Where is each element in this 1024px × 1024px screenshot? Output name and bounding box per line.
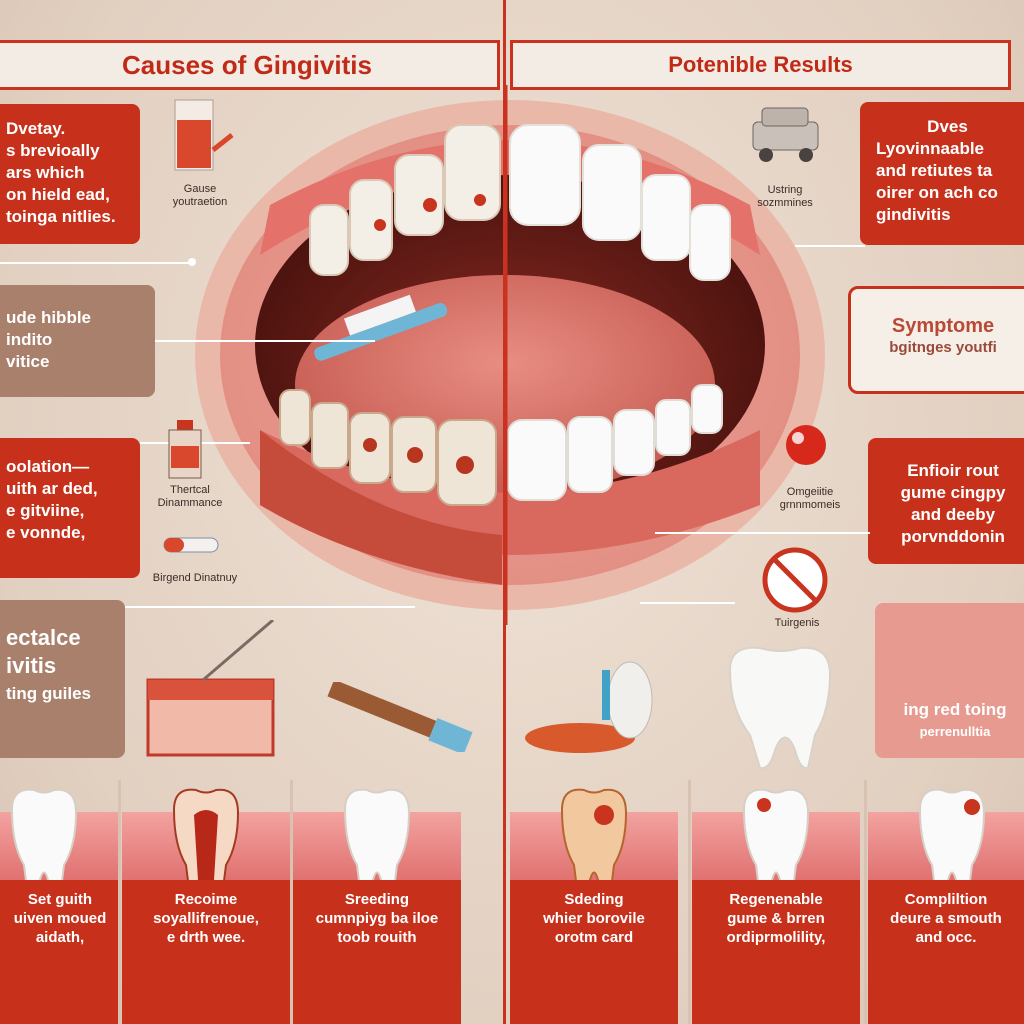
pill-label: Birgend Dinatnuy: [152, 572, 238, 584]
right-box-1: Dves Lyovinnaable and retiutes ta oirer …: [860, 102, 1024, 245]
no-sign-icon: [762, 547, 828, 613]
leader-line: [795, 245, 865, 247]
left-box-4: ectalce ivitis ting guiles: [0, 600, 125, 758]
left-box-1: Dvetay. s brevioally ars which on hield …: [0, 104, 140, 244]
causes-header: Causes of Gingivitis: [0, 40, 500, 90]
bottom-separator: [290, 780, 293, 1024]
mouth-illustration: [195, 85, 825, 625]
bottom-separator: [118, 780, 121, 1024]
leader-dot: [188, 258, 196, 266]
car-icon: [752, 107, 819, 162]
nosign-label: Tuirgenis: [774, 617, 820, 629]
brush-powder-icon: [525, 661, 653, 753]
right-box-2: Symptome bgitnges youtfi: [848, 286, 1024, 394]
glass-icon: [174, 99, 234, 171]
big-tooth-icon: [728, 646, 832, 770]
leader-line: [0, 262, 192, 264]
right-box-3: Enfioir rout gume cingpy and deeby porvn…: [868, 438, 1024, 564]
blood-drop-icon: [786, 425, 826, 465]
left-box-2: ude hibble indito vitice: [0, 285, 155, 397]
leader-line: [125, 606, 415, 608]
leader-line: [155, 340, 375, 342]
bottom-cell: Set guith uiven moued aidath,: [0, 780, 120, 1024]
bottom-separator: [864, 780, 867, 1024]
right-box-4: ing red toing perrenulltia: [875, 603, 1024, 758]
leader-line: [640, 602, 735, 604]
bottle-icon: [168, 420, 202, 479]
pill-icon: [163, 537, 219, 553]
results-header: Potenible Results: [510, 40, 1011, 90]
gum-tissue-icon: [146, 620, 275, 757]
bottom-cell: Sreeding cumnpiyg ba iloe toob rouith: [293, 780, 461, 1024]
bottom-row: Set guith uiven moued aidath, Recoime so…: [0, 780, 1024, 1024]
decayed-tooth-icon: [172, 788, 240, 899]
floss-stick-icon: [327, 682, 473, 752]
left-box-3: oolation— uith ar ded, e gitviine, e von…: [0, 438, 140, 578]
leader-line: [655, 532, 870, 534]
bottom-cell: Recoime soyallifrenoue, e drth wee.: [122, 780, 290, 1024]
bottom-cell: Sdeding whier borovile orotm card: [510, 780, 678, 1024]
center-divider: [503, 0, 506, 1024]
bottom-separator: [688, 780, 691, 1024]
bottom-cell: Compliltion deure a smouth and occ.: [868, 780, 1024, 1024]
bottom-cell: Regenenable gume & brren ordiprmolility,: [692, 780, 860, 1024]
